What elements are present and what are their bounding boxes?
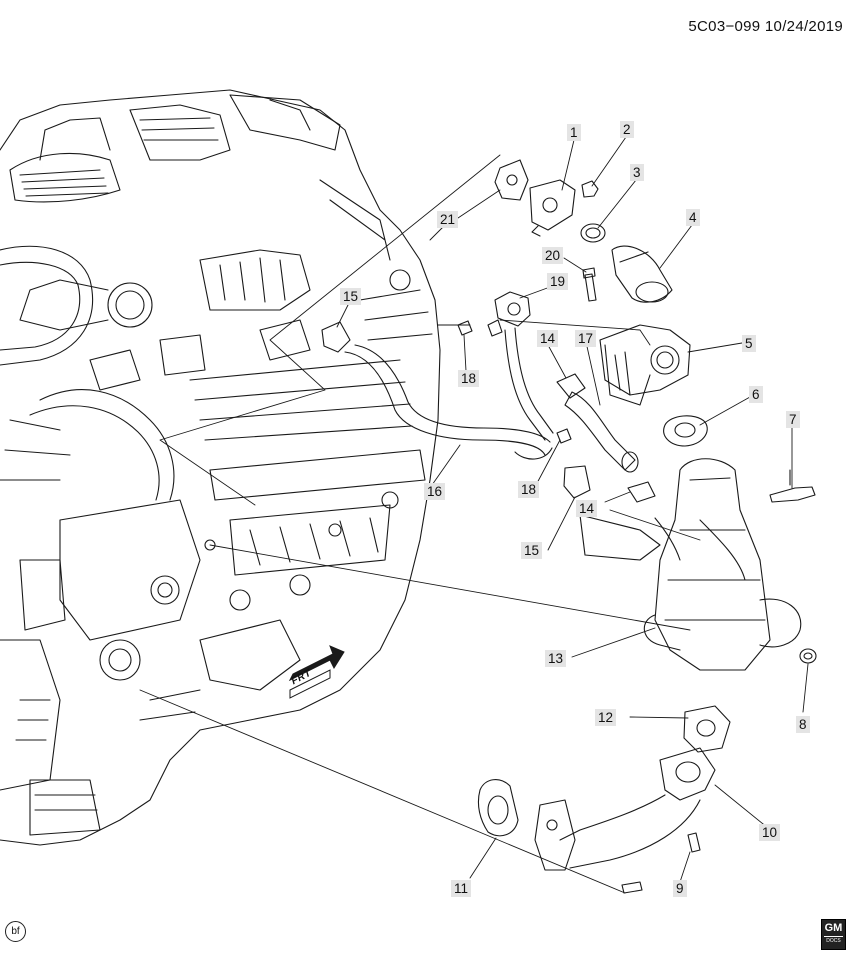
- alignment-lines: [139, 154, 701, 894]
- callout-label-2: 2: [620, 121, 634, 138]
- callout-label-3: 3: [630, 164, 644, 181]
- leader-lines: [336, 136, 809, 883]
- callout-label-20: 20: [542, 247, 564, 264]
- callout-label-19: 19: [547, 273, 569, 290]
- callout-label-14a: 14: [537, 330, 559, 347]
- part-7-sensor: [769, 469, 816, 503]
- callout-label-6: 6: [749, 386, 763, 403]
- part-8-plug: [799, 648, 817, 664]
- callout-label-14b: 14: [576, 500, 598, 517]
- callout-label-15a: 15: [340, 288, 362, 305]
- callout-label-13: 13: [545, 650, 567, 667]
- engine-block: [0, 89, 441, 846]
- part-13-egr-cooler: [579, 458, 802, 671]
- callout-label-1: 1: [567, 124, 581, 141]
- callout-label-18a: 18: [458, 370, 480, 387]
- part-5-egr-valve: [599, 324, 691, 406]
- callout-label-5: 5: [742, 335, 756, 352]
- part-9-bolts: [621, 832, 701, 894]
- callout-label-12: 12: [595, 709, 617, 726]
- part-20-bolt: [582, 267, 597, 302]
- part-12-gasket: [683, 705, 731, 753]
- part-17-hose: [564, 391, 639, 473]
- corner-badge: bf: [5, 921, 26, 942]
- part-1-coolant-outlet: [529, 179, 576, 237]
- part-18-clips: [457, 320, 572, 444]
- callout-label-8: 8: [796, 716, 810, 733]
- part-4-hose: [611, 245, 673, 303]
- callout-label-10: 10: [759, 824, 781, 841]
- gm-docs-logo: GM DOCS: [821, 919, 846, 950]
- callout-label-15b: 15: [521, 542, 543, 559]
- part-2-nut: [581, 180, 599, 198]
- callout-label-4: 4: [686, 209, 700, 226]
- part-6-gasket: [663, 415, 708, 447]
- front-direction-arrow: [288, 645, 345, 699]
- part-15-clamps: [321, 321, 591, 499]
- callout-label-18b: 18: [518, 481, 540, 498]
- logo-sub-text: DOCS: [826, 938, 841, 944]
- callout-label-21: 21: [437, 211, 459, 228]
- diagram-reference-code: 5C03−099 10/24/2019: [688, 18, 843, 35]
- callout-label-16: 16: [424, 483, 446, 500]
- callout-label-11: 11: [451, 880, 472, 897]
- callout-label-9: 9: [673, 880, 687, 897]
- part-3-clamp: [580, 223, 606, 243]
- callout-label-17: 17: [575, 330, 597, 347]
- part-10-pipe: [534, 747, 716, 871]
- callout-label-7: 7: [786, 411, 800, 428]
- part-19-sensor: [487, 291, 531, 337]
- part-21-bracket: [494, 159, 529, 201]
- part-16-hose: [344, 344, 553, 460]
- logo-main-text: GM: [824, 921, 843, 937]
- part-14-clamps: [556, 373, 656, 503]
- part-11-gasket: [477, 779, 519, 837]
